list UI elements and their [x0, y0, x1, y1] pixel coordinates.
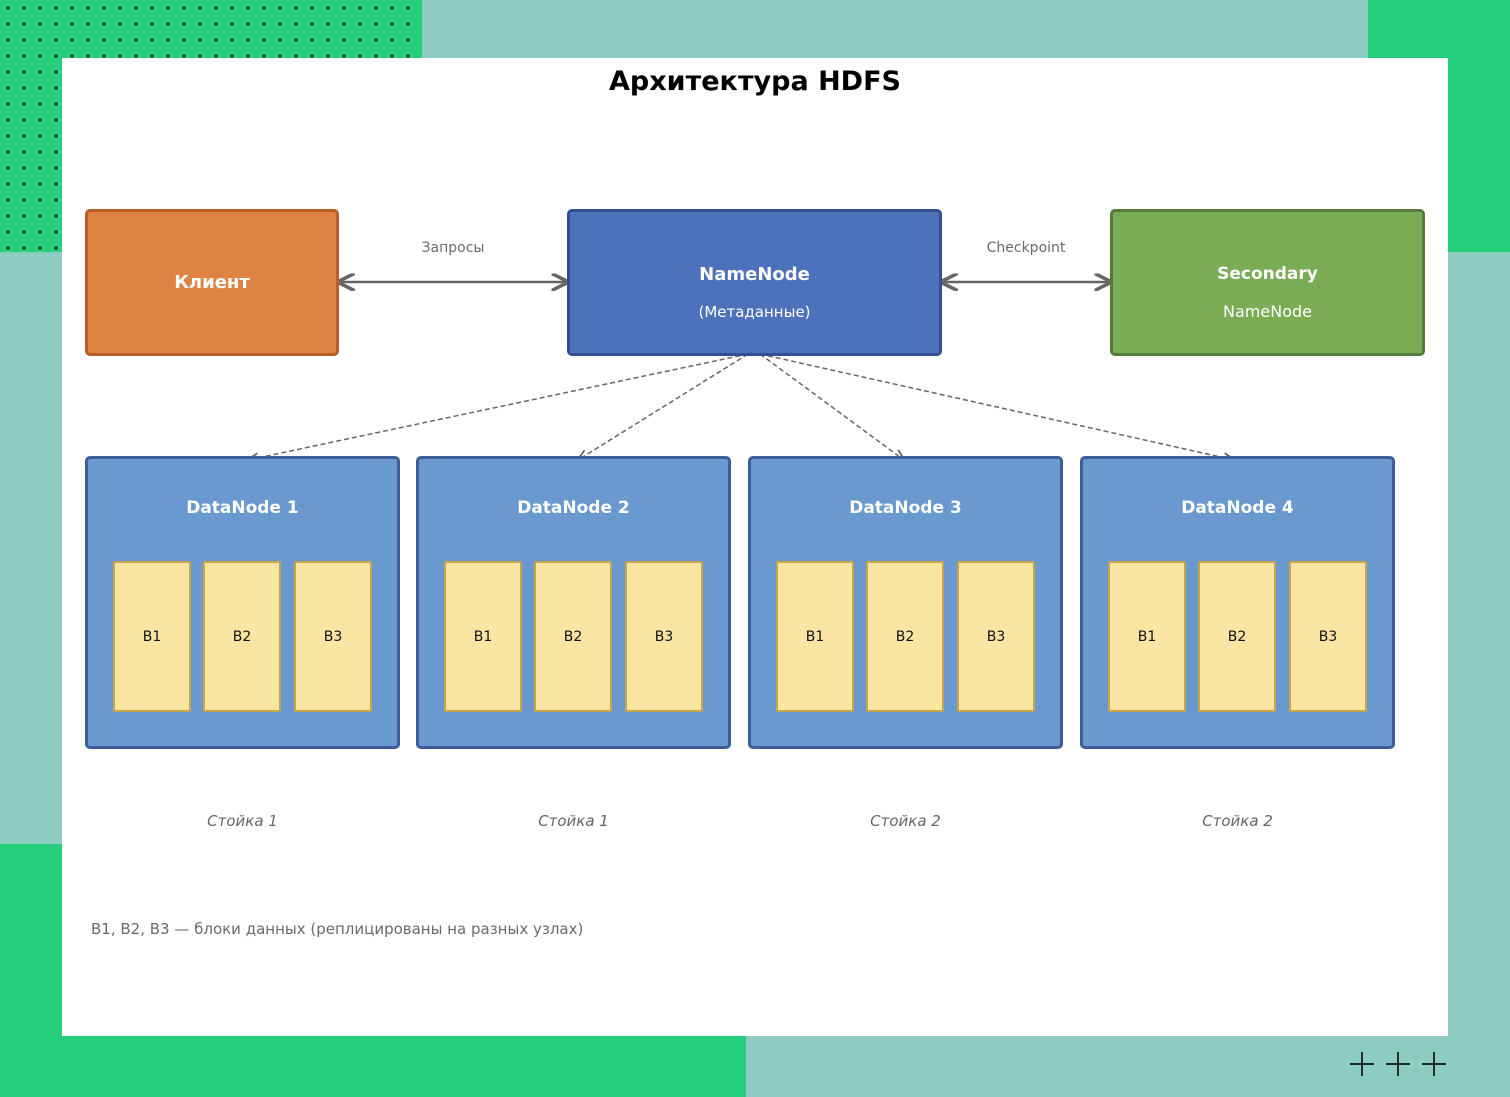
data-block: B2 [1198, 561, 1276, 712]
data-block: B3 [957, 561, 1035, 712]
namenode-label: NameNode [699, 264, 810, 285]
namenode-sublabel: (Метаданные) [698, 303, 811, 321]
edge-namenode-datanode-4 [759, 353, 1234, 460]
plus-icon [1350, 1052, 1374, 1076]
rack-label: Стойка 1 [538, 812, 609, 830]
secondary-namenode-node: Secondary NameNode [1110, 209, 1425, 356]
data-block: B3 [294, 561, 372, 712]
datanode-title: DataNode 4 [1181, 498, 1294, 518]
edge-namenode-datanode-3 [759, 353, 904, 460]
edge-namenode-datanode-1 [248, 353, 749, 460]
plus-icon [1386, 1052, 1410, 1076]
datanode-3: DataNode 3 B1 B2 B3 [748, 456, 1063, 749]
connection-lines [62, 58, 1448, 1036]
rack-label: Стойка 2 [870, 812, 941, 830]
rack-label: Стойка 2 [1202, 812, 1273, 830]
namenode-node: NameNode (Метаданные) [567, 209, 942, 356]
data-block: B3 [1289, 561, 1367, 712]
data-block: B1 [776, 561, 854, 712]
edge-namenode-datanode-2 [578, 353, 749, 460]
datanode-title: DataNode 1 [186, 498, 299, 518]
secondary-sublabel: NameNode [1223, 302, 1312, 321]
data-block: B2 [203, 561, 281, 712]
data-block: B2 [866, 561, 944, 712]
data-block: B1 [113, 561, 191, 712]
datanode-1: DataNode 1 B1 B2 B3 [85, 456, 400, 749]
datanode-2: DataNode 2 B1 B2 B3 [416, 456, 731, 749]
diagram-card: Архитектура HDFS Запросы Checkpoint Клие… [62, 58, 1448, 1036]
diagram-title: Архитектура HDFS [609, 66, 901, 97]
datanode-title: DataNode 2 [517, 498, 630, 518]
secondary-label: Secondary [1217, 264, 1318, 284]
plus-icon [1422, 1052, 1446, 1076]
edge-label-requests: Запросы [421, 240, 485, 256]
data-block: B3 [625, 561, 703, 712]
rack-label: Стойка 1 [207, 812, 278, 830]
client-label: Клиент [174, 272, 250, 293]
data-block: B1 [444, 561, 522, 712]
plus-decoration-group [1350, 1052, 1446, 1076]
datanode-4: DataNode 4 B1 B2 B3 [1080, 456, 1395, 749]
data-block: B2 [534, 561, 612, 712]
client-node: Клиент [85, 209, 339, 356]
datanode-title: DataNode 3 [849, 498, 962, 518]
edge-label-checkpoint: Checkpoint [986, 240, 1066, 256]
data-block: B1 [1108, 561, 1186, 712]
legend-note: B1, B2, B3 — блоки данных (реплицированы… [91, 920, 584, 938]
